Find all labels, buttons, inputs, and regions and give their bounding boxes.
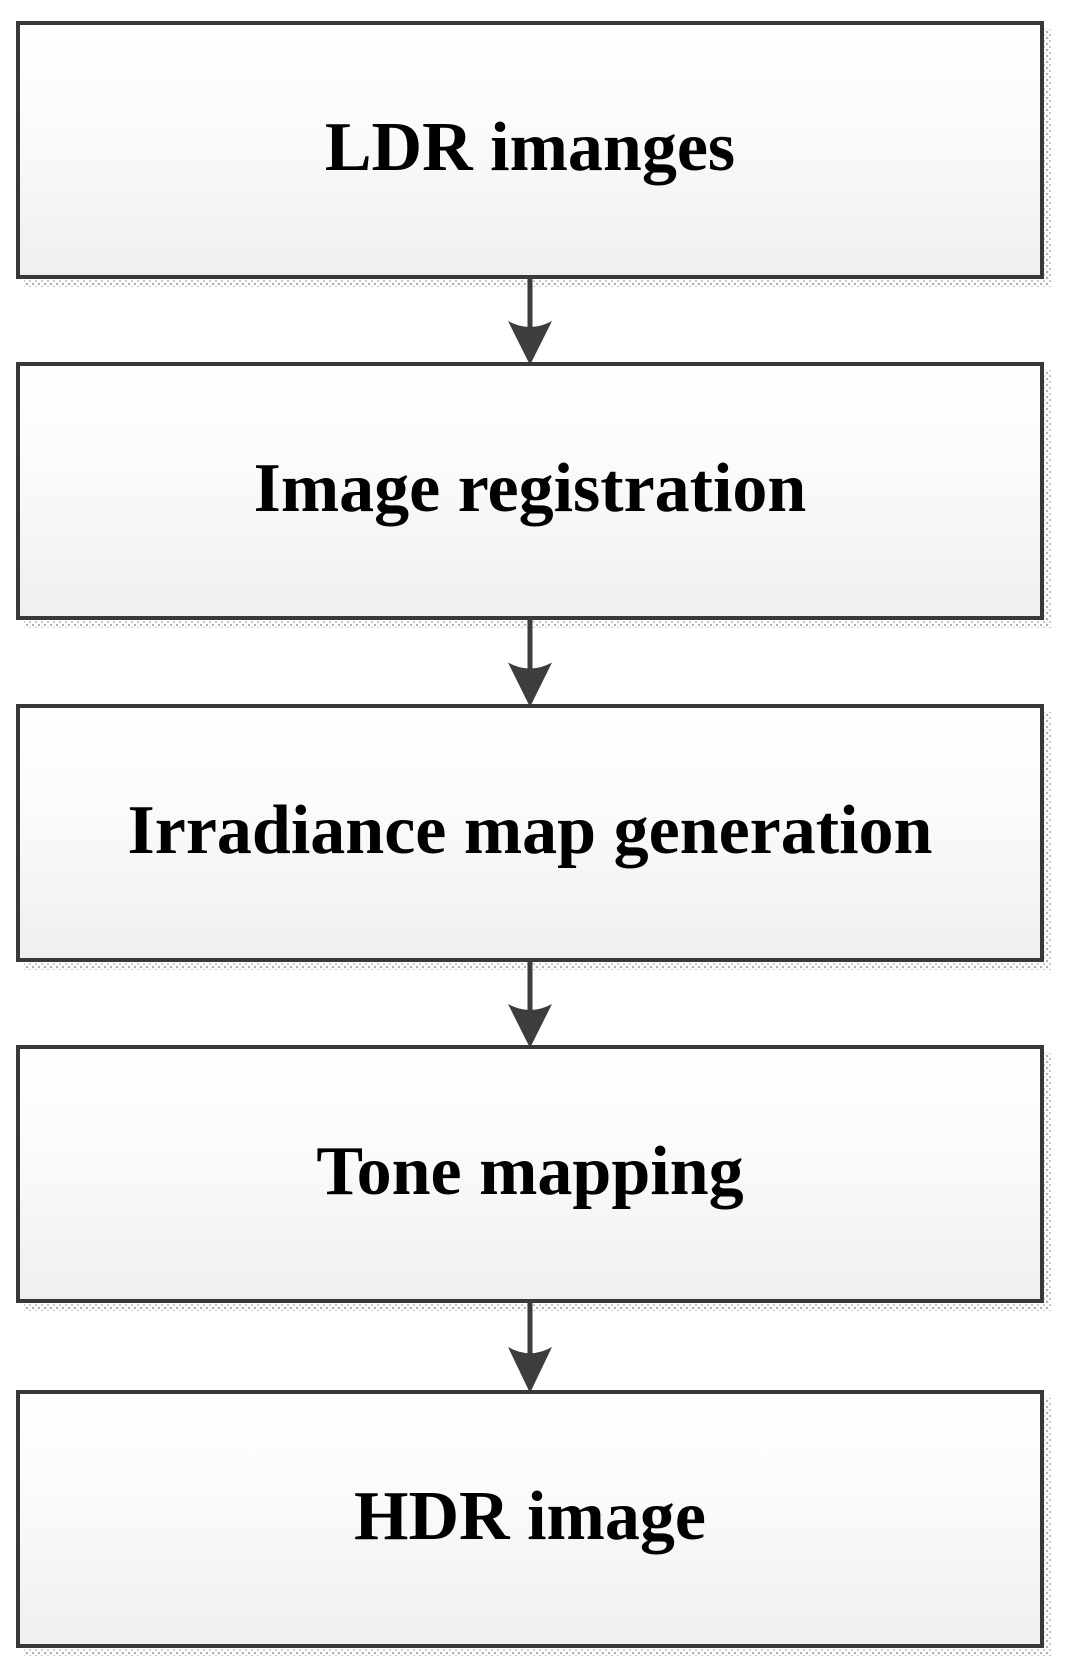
flow-node-tone-mapping: Tone mapping [16, 1045, 1052, 1311]
node-box: Irradiance map generation [16, 704, 1044, 962]
node-label: Irradiance map generation [127, 792, 933, 869]
node-label: Image registration [253, 450, 807, 527]
arrow-down-icon [507, 1301, 553, 1393]
node-label: LDR imanges [324, 109, 736, 186]
node-box: HDR image [16, 1390, 1044, 1648]
flow-node-hdr-image: HDR image [16, 1390, 1052, 1656]
node-box: Tone mapping [16, 1045, 1044, 1303]
flow-node-irradiance-map-generation: Irradiance map generation [16, 704, 1052, 970]
arrow-down-icon [507, 277, 553, 365]
node-label: Tone mapping [316, 1133, 744, 1210]
flow-node-ldr-images: LDR imanges [16, 21, 1052, 287]
flow-node-image-registration: Image registration [16, 362, 1052, 628]
node-box: Image registration [16, 362, 1044, 620]
node-box: LDR imanges [16, 21, 1044, 279]
arrow-down-icon [507, 960, 553, 1048]
node-label: HDR image [354, 1478, 706, 1555]
arrow-down-icon [507, 618, 553, 707]
